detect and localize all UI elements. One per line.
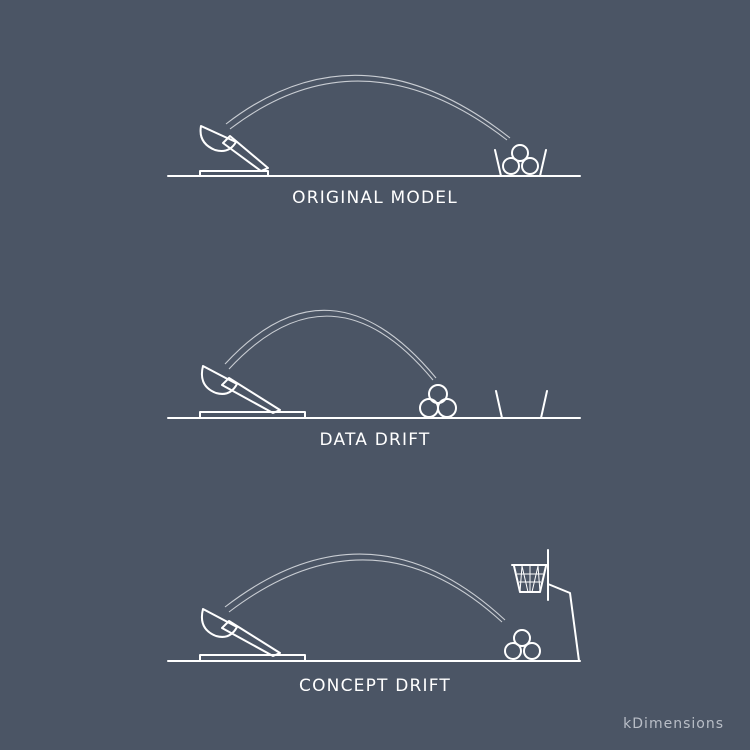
catapult [199, 365, 306, 419]
basket-outline [494, 149, 547, 177]
ball [511, 144, 529, 162]
empty-basket [495, 390, 548, 419]
ball [513, 629, 531, 647]
catapult-base [199, 411, 306, 419]
basketball-hoop [511, 549, 580, 662]
ball [504, 642, 522, 660]
trajectory-arc [225, 74, 511, 141]
watermark: kDimensions [623, 716, 724, 732]
missed-balls [419, 384, 457, 418]
catapult-arm [221, 620, 281, 657]
catapult-bucket [200, 365, 238, 395]
catapult-arm [221, 377, 281, 414]
panel-original-model [167, 74, 581, 177]
label-original-model: ORIGINAL MODEL [292, 188, 458, 208]
ball [428, 384, 448, 404]
ball [502, 157, 520, 175]
catapult-bucket [200, 608, 238, 638]
catapult-bucket [199, 125, 237, 152]
catapult-arm [222, 135, 269, 172]
panel-data-drift [167, 309, 581, 419]
net-mesh [517, 565, 543, 593]
catapult-base [199, 654, 306, 662]
trajectory-arc [224, 309, 437, 381]
catapult [199, 608, 306, 662]
ball [521, 157, 539, 175]
ball [437, 398, 457, 418]
label-concept-drift: CONCEPT DRIFT [299, 676, 451, 696]
panel-concept-drift [167, 549, 581, 662]
hoop-pole [547, 583, 580, 662]
trajectory-arc [224, 553, 506, 623]
balls [504, 629, 541, 660]
label-data-drift: DATA DRIFT [319, 430, 431, 450]
catapult-base [199, 170, 269, 177]
catapult [199, 125, 269, 177]
basket [494, 144, 547, 177]
ball [523, 642, 541, 660]
